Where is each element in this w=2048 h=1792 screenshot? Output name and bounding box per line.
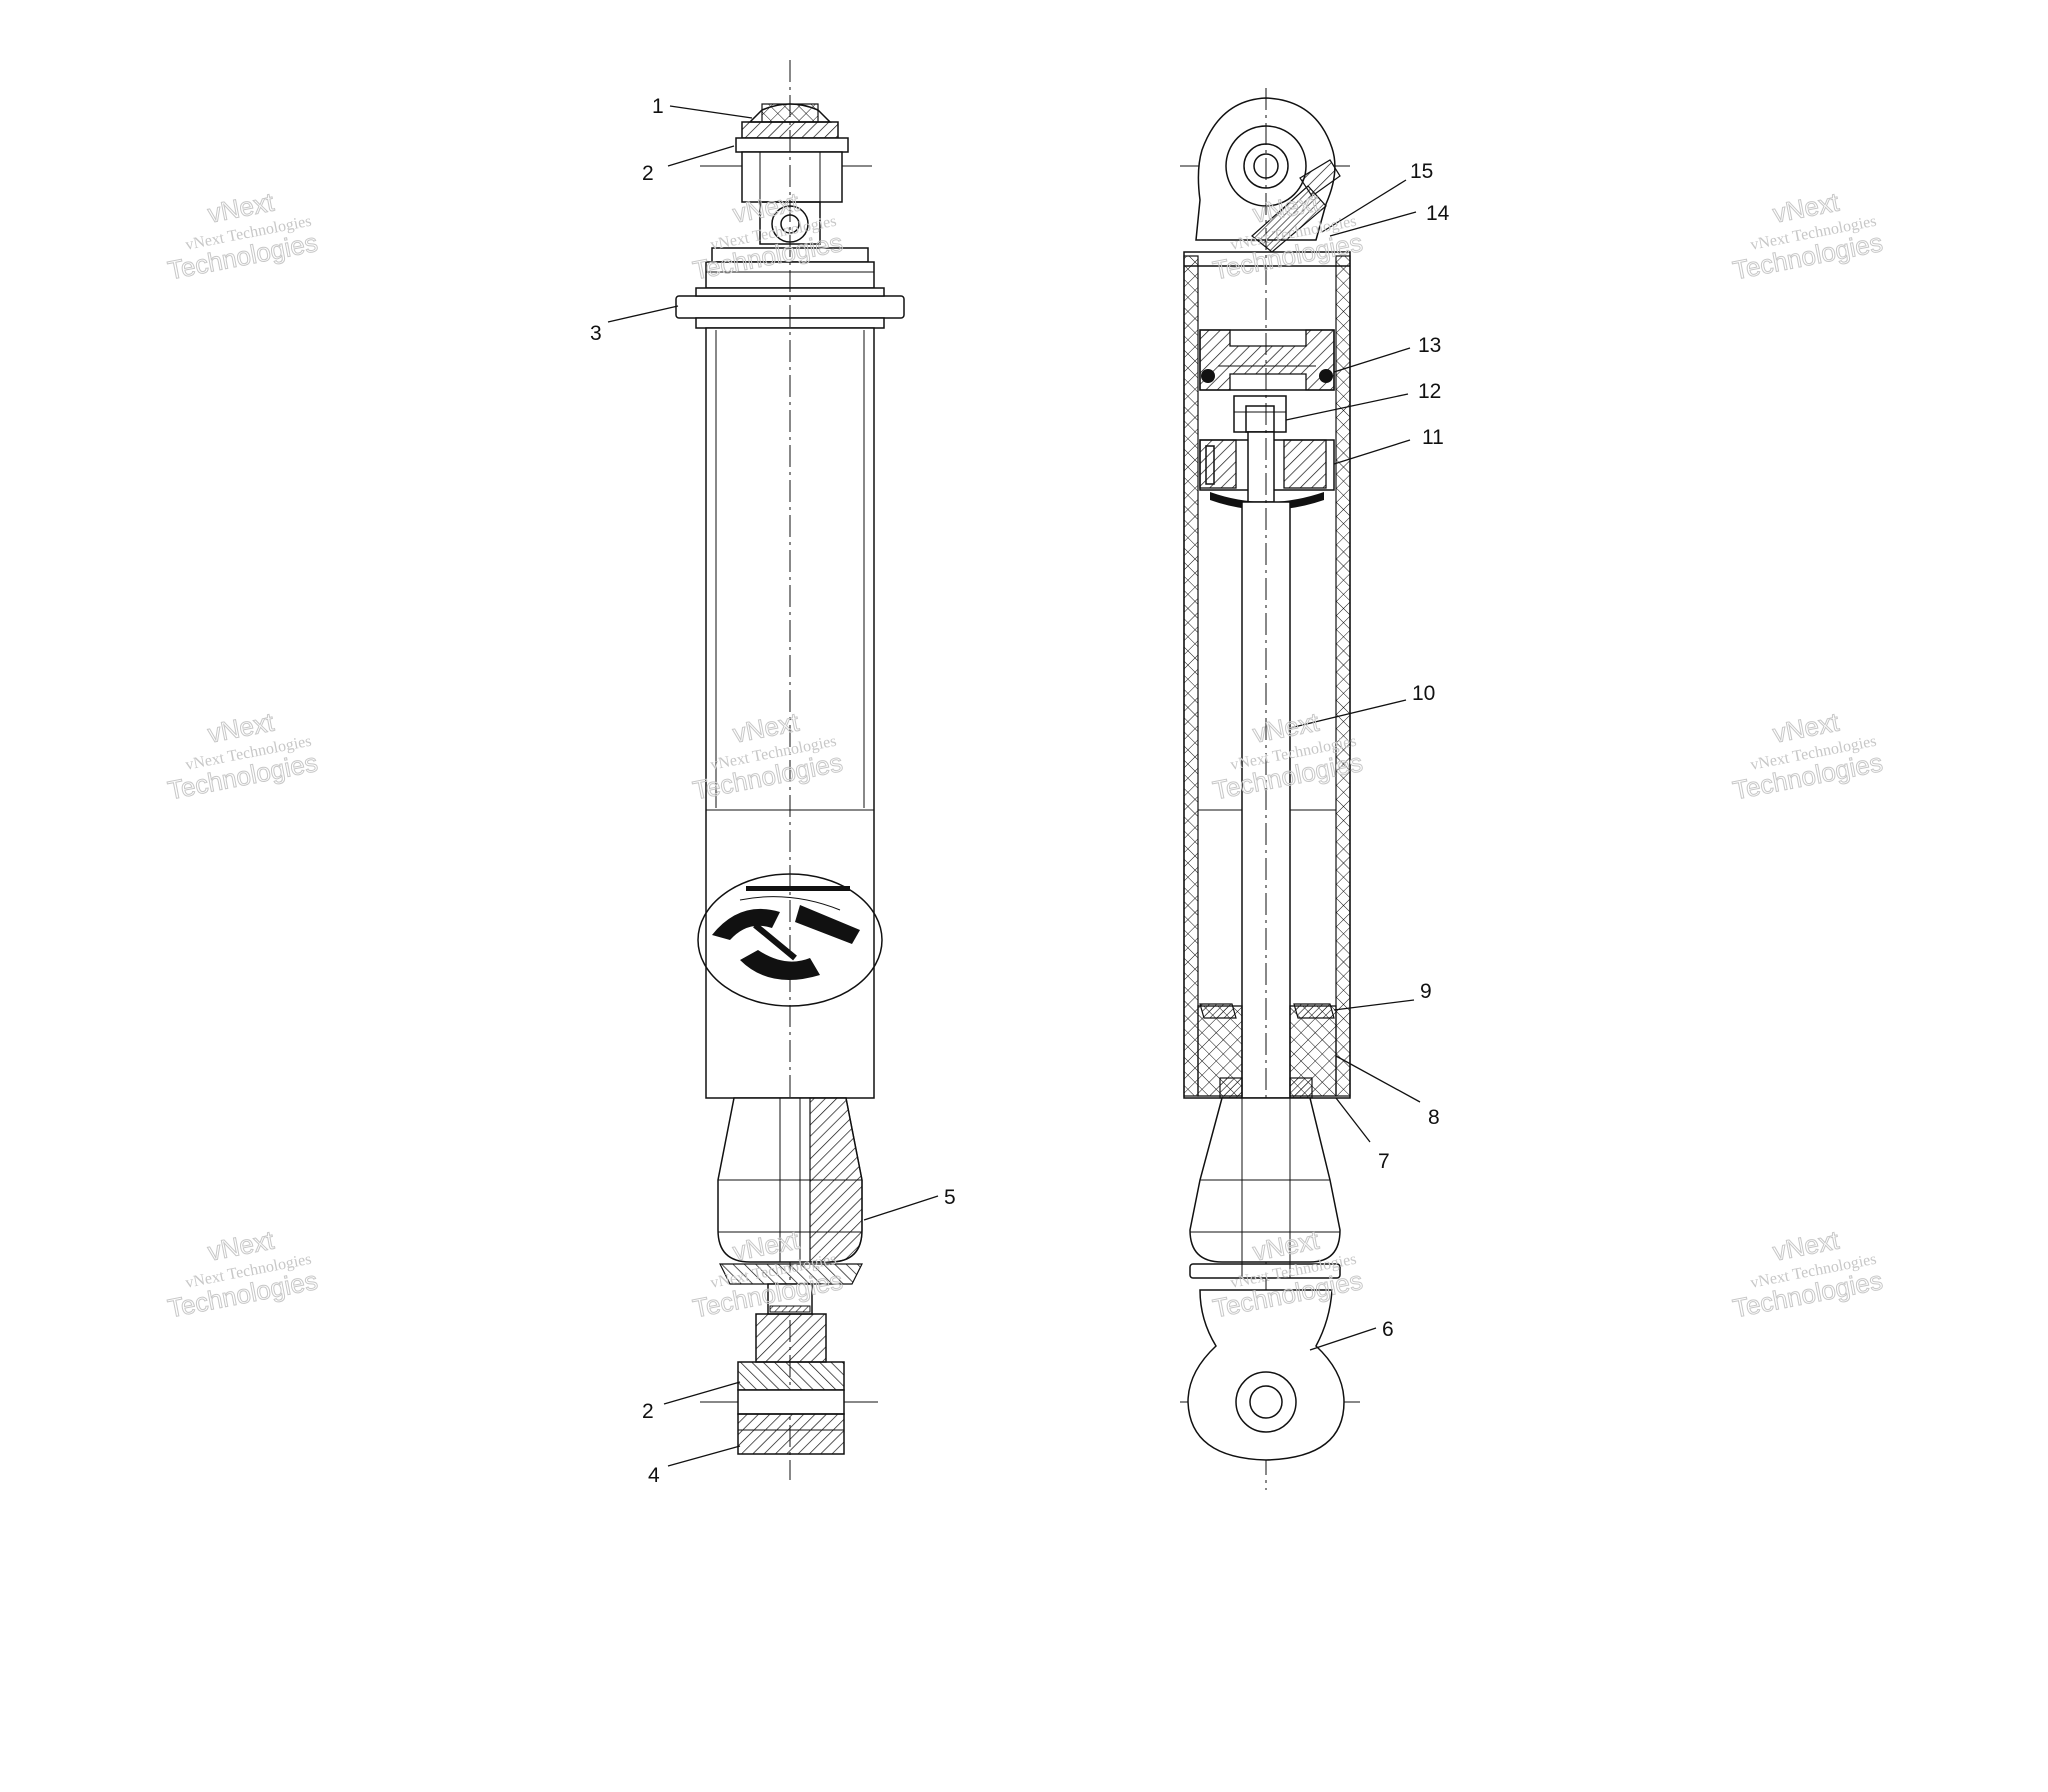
callout-1: 1 [652, 95, 664, 118]
callout-6: 6 [1382, 1318, 1394, 1341]
fill-valve [1251, 159, 1341, 253]
watermarks: vNext vNext Technologies Technologies vN… [165, 186, 1886, 1324]
watermark: vNext vNext Technologies Technologies [165, 1224, 321, 1324]
callout-10: 10 [1412, 682, 1435, 705]
left-view-external [675, 60, 905, 1480]
callout-11: 11 [1422, 426, 1444, 449]
callout-7: 7 [1378, 1150, 1390, 1173]
floating-piston [1199, 329, 1335, 391]
watermark: vNext vNext Technologies Technologies [165, 706, 321, 806]
callout-8: 8 [1428, 1106, 1440, 1129]
callout-2-bottom: 2 [642, 1400, 654, 1423]
callout-15: 15 [1410, 160, 1433, 183]
callout-5: 5 [944, 1186, 956, 1209]
callout-12: 12 [1418, 380, 1441, 403]
watermark: vNext vNext Technologies Technologies [165, 186, 321, 286]
callout-9: 9 [1420, 980, 1432, 1003]
lower-mount [719, 1263, 863, 1455]
watermark: vNext vNext Technologies Technologies [1730, 1224, 1886, 1324]
callout-3: 3 [590, 322, 602, 345]
lower-body [1189, 1097, 1341, 1279]
bump-stop [717, 1097, 863, 1263]
right-view-section [1180, 88, 1360, 1490]
callout-4: 4 [648, 1464, 660, 1487]
callout-13: 13 [1418, 334, 1441, 357]
seal-head [1197, 1003, 1337, 1099]
main-piston [1199, 395, 1335, 510]
callout-14: 14 [1426, 202, 1450, 225]
bottom-eye [1187, 1289, 1345, 1461]
watermark: vNext vNext Technologies Technologies [1730, 186, 1886, 286]
callout-2-top: 2 [642, 162, 654, 185]
top-eye [1195, 97, 1341, 253]
callouts: 1 2 3 2 4 5 6 7 8 9 10 11 12 13 14 15 [590, 95, 1450, 1487]
watermark: vNext vNext Technologies Technologies [1730, 706, 1886, 806]
